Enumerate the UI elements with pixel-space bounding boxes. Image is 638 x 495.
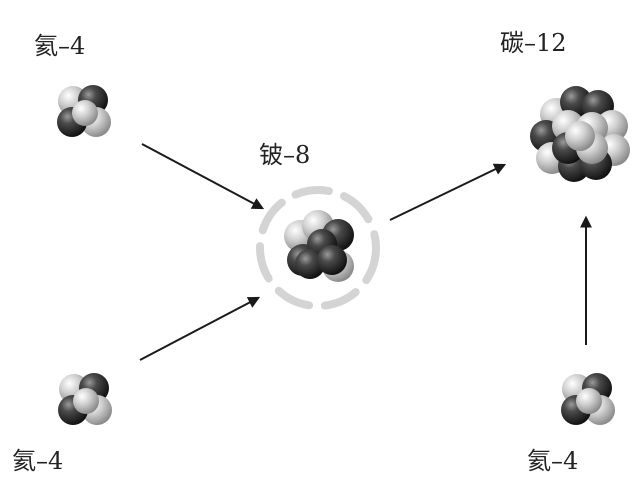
arrow-beryllium-to-carbon [389,163,507,221]
helium-4-nucleus-top-left [57,85,111,137]
helium-4-nucleus-bottom-right [561,373,615,425]
carbon-12-nucleus [530,86,630,182]
helium-4-label-bottom-left: 氦–4 [12,447,64,475]
instability-glow-ring [256,186,380,310]
carbon-12-label: 碳–12 [500,29,567,57]
beryllium-8-label: 铍–8 [259,141,311,169]
helium-4-nucleus-bottom-left [58,373,112,425]
arrow-helium-top-to-beryllium [141,143,265,210]
beryllium-8-nucleus [256,186,380,310]
helium-4-label-top-left: 氦–4 [34,32,86,60]
arrow-helium-bottom-to-beryllium [139,296,261,361]
helium-4-label-bottom-right: 氦–4 [527,447,579,475]
